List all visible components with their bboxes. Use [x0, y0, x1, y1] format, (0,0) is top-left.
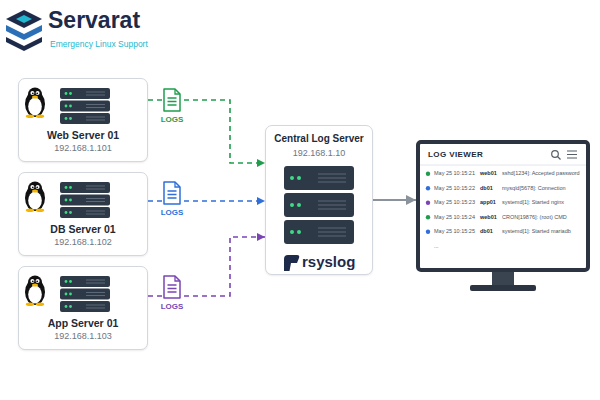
- server-name: App Server 01: [19, 318, 147, 329]
- log-file-icon: [164, 89, 180, 111]
- edge-label: LOGS: [161, 209, 184, 217]
- company-logo: [6, 10, 42, 51]
- log-flow-arrow: [148, 100, 265, 163]
- brand-name: Servarat: [48, 9, 140, 32]
- log-message: CRON[19876]: (root) CMD: [502, 215, 567, 221]
- linux-penguin: [25, 182, 45, 213]
- log-time: May 25 10:15:25: [434, 229, 475, 235]
- log-host: web01: [480, 215, 497, 221]
- log-host: db01: [480, 186, 493, 192]
- log-level-dots: [426, 172, 430, 234]
- log-message: systemd[1]: Started mariadb: [502, 229, 571, 235]
- log-server-box: Central Log Server 192.168.1.10 rsyslog: [265, 125, 373, 275]
- server-name: Central Log Server: [266, 134, 372, 144]
- log-flow-arrow: [148, 200, 265, 202]
- server-box: DB Server 01 192.168.1.102: [18, 172, 148, 256]
- server-rack-icon: [60, 88, 110, 124]
- log-viewer-screen: LOG VIEWER May 25 10:15:21 web01 sshd[1234]…: [416, 140, 590, 272]
- edge-label: LOGS: [161, 116, 184, 124]
- ip-address: 192.168.1.102: [19, 238, 147, 247]
- log-message: systemd[1]: Started nginx: [502, 200, 564, 206]
- viewer-toolbar: [420, 151, 586, 165]
- software-name: rsyslog: [302, 254, 355, 269]
- forward-arrow: [373, 199, 416, 201]
- log-file-icon: [164, 276, 180, 298]
- brand-tagline: Emergency Linux Support: [50, 40, 148, 49]
- log-host: web01: [480, 171, 497, 177]
- log-message: sshd[1234]: Accepted password: [502, 171, 580, 177]
- linux-penguin: [25, 88, 45, 119]
- log-time: May 25 10:15:22: [434, 186, 475, 192]
- log-host: app01: [480, 200, 496, 206]
- log-time: May 25 10:15:24: [434, 215, 475, 221]
- server-box: App Server 01 192.168.1.103: [18, 266, 148, 350]
- log-file-icon: [164, 182, 180, 204]
- ip-address: 192.168.1.101: [19, 144, 147, 153]
- log-time: May 25 10:15:23: [434, 200, 475, 206]
- monitor-stand: [470, 272, 536, 291]
- rsyslog-mark: [284, 255, 299, 271]
- log-flow-arrow: [148, 237, 265, 296]
- log-message: mysqld[5678]: Connection: [502, 186, 566, 192]
- log-host: db01: [480, 229, 493, 235]
- server-box: Web Server 01 192.168.1.101: [18, 78, 148, 162]
- server-name: DB Server 01: [19, 224, 147, 235]
- ip-address: 192.168.1.103: [19, 332, 147, 341]
- server-rack-icon: [60, 276, 110, 312]
- server-rack-icon: [60, 182, 110, 218]
- log-time: May 25 10:15:21: [434, 171, 475, 177]
- ip-address: 192.168.1.10: [266, 149, 372, 158]
- server-name: Web Server 01: [19, 130, 147, 141]
- linux-penguin: [25, 276, 45, 307]
- edge-label: LOGS: [161, 303, 184, 311]
- ellipsis: ...: [434, 244, 439, 250]
- panel-title: LOG VIEWER: [428, 151, 483, 159]
- central-server-rack: [284, 166, 354, 244]
